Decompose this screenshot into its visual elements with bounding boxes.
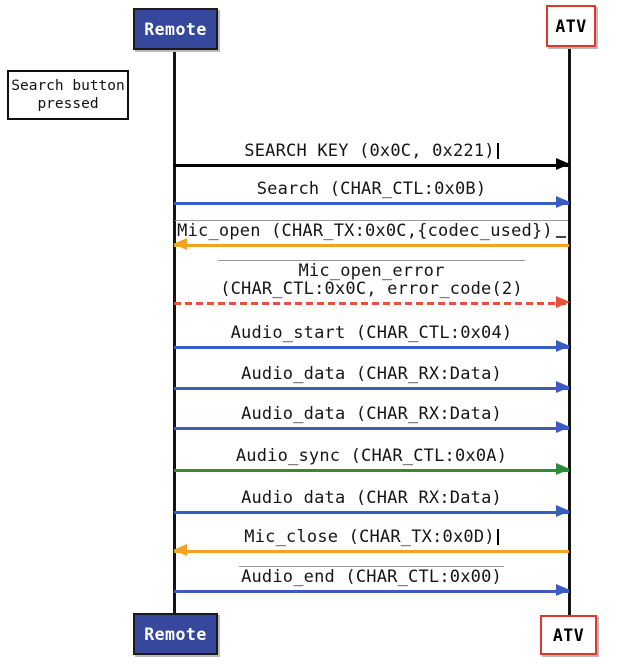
message-label: SEARCH KEY (0x0C, 0x221) xyxy=(174,142,569,161)
message-arrow xyxy=(173,238,569,250)
message-label: Audio data (CHAR RX:Data) xyxy=(241,488,502,509)
message-arrow xyxy=(174,196,570,208)
message-arrow xyxy=(174,463,570,475)
arrowhead-icon xyxy=(556,505,570,517)
actor-atv-label: ATV xyxy=(552,625,585,645)
message-arrow xyxy=(174,584,570,596)
lifeline-atv xyxy=(568,47,571,617)
message-label: Mic_open (CHAR_TX:0x0C,{codec_used}) xyxy=(174,220,569,241)
message-label: Audio_data (CHAR_RX:Data) xyxy=(241,404,502,425)
actor-atv-label: ATV xyxy=(555,16,587,36)
message-label: Search (CHAR_CTL:0x0B) xyxy=(256,179,487,200)
arrowhead-icon xyxy=(556,296,570,308)
actor-atv-top: ATV xyxy=(546,5,596,47)
message-arrow xyxy=(174,421,570,433)
note-line1: Search button xyxy=(11,77,125,94)
arrowhead-icon xyxy=(556,158,570,170)
note-line2: pressed xyxy=(37,96,99,112)
message-label: Mic_open_error(CHAR_CTL:0x0C, error_code… xyxy=(218,259,525,300)
message-arrow xyxy=(174,505,570,517)
message-label: Mic_close (CHAR_TX:0x0D) xyxy=(174,528,569,547)
arrowhead-icon xyxy=(556,584,570,596)
actor-remote-label: Remote xyxy=(144,624,207,644)
message-label: Audio_data (CHAR_RX:Data) xyxy=(241,364,502,385)
actor-remote-bottom: Remote xyxy=(133,613,218,655)
actor-atv-bottom: ATV xyxy=(540,615,597,655)
actor-remote-label: Remote xyxy=(144,19,207,39)
message-arrow xyxy=(174,296,570,308)
message-arrow xyxy=(174,158,570,170)
arrowhead-icon xyxy=(556,381,570,393)
arrowhead-icon xyxy=(556,421,570,433)
lifeline-remote xyxy=(173,50,176,615)
arrowhead-icon xyxy=(173,544,187,556)
arrowhead-icon xyxy=(173,238,187,250)
message-label: Audio_start (CHAR_CTL:0x04) xyxy=(230,323,513,344)
arrowhead-icon xyxy=(556,196,570,208)
arrowhead-icon xyxy=(556,463,570,475)
message-arrow xyxy=(174,340,570,352)
message-arrow xyxy=(173,544,569,556)
note-search-button-pressed: Search button pressed xyxy=(7,70,129,120)
arrowhead-icon xyxy=(556,340,570,352)
actor-remote-top: Remote xyxy=(133,8,218,50)
message-label: Audio_end (CHAR_CTL:0x00) xyxy=(239,566,504,588)
message-arrow xyxy=(174,381,570,393)
message-label: Audio_sync (CHAR_CTL:0x0A) xyxy=(235,446,508,467)
